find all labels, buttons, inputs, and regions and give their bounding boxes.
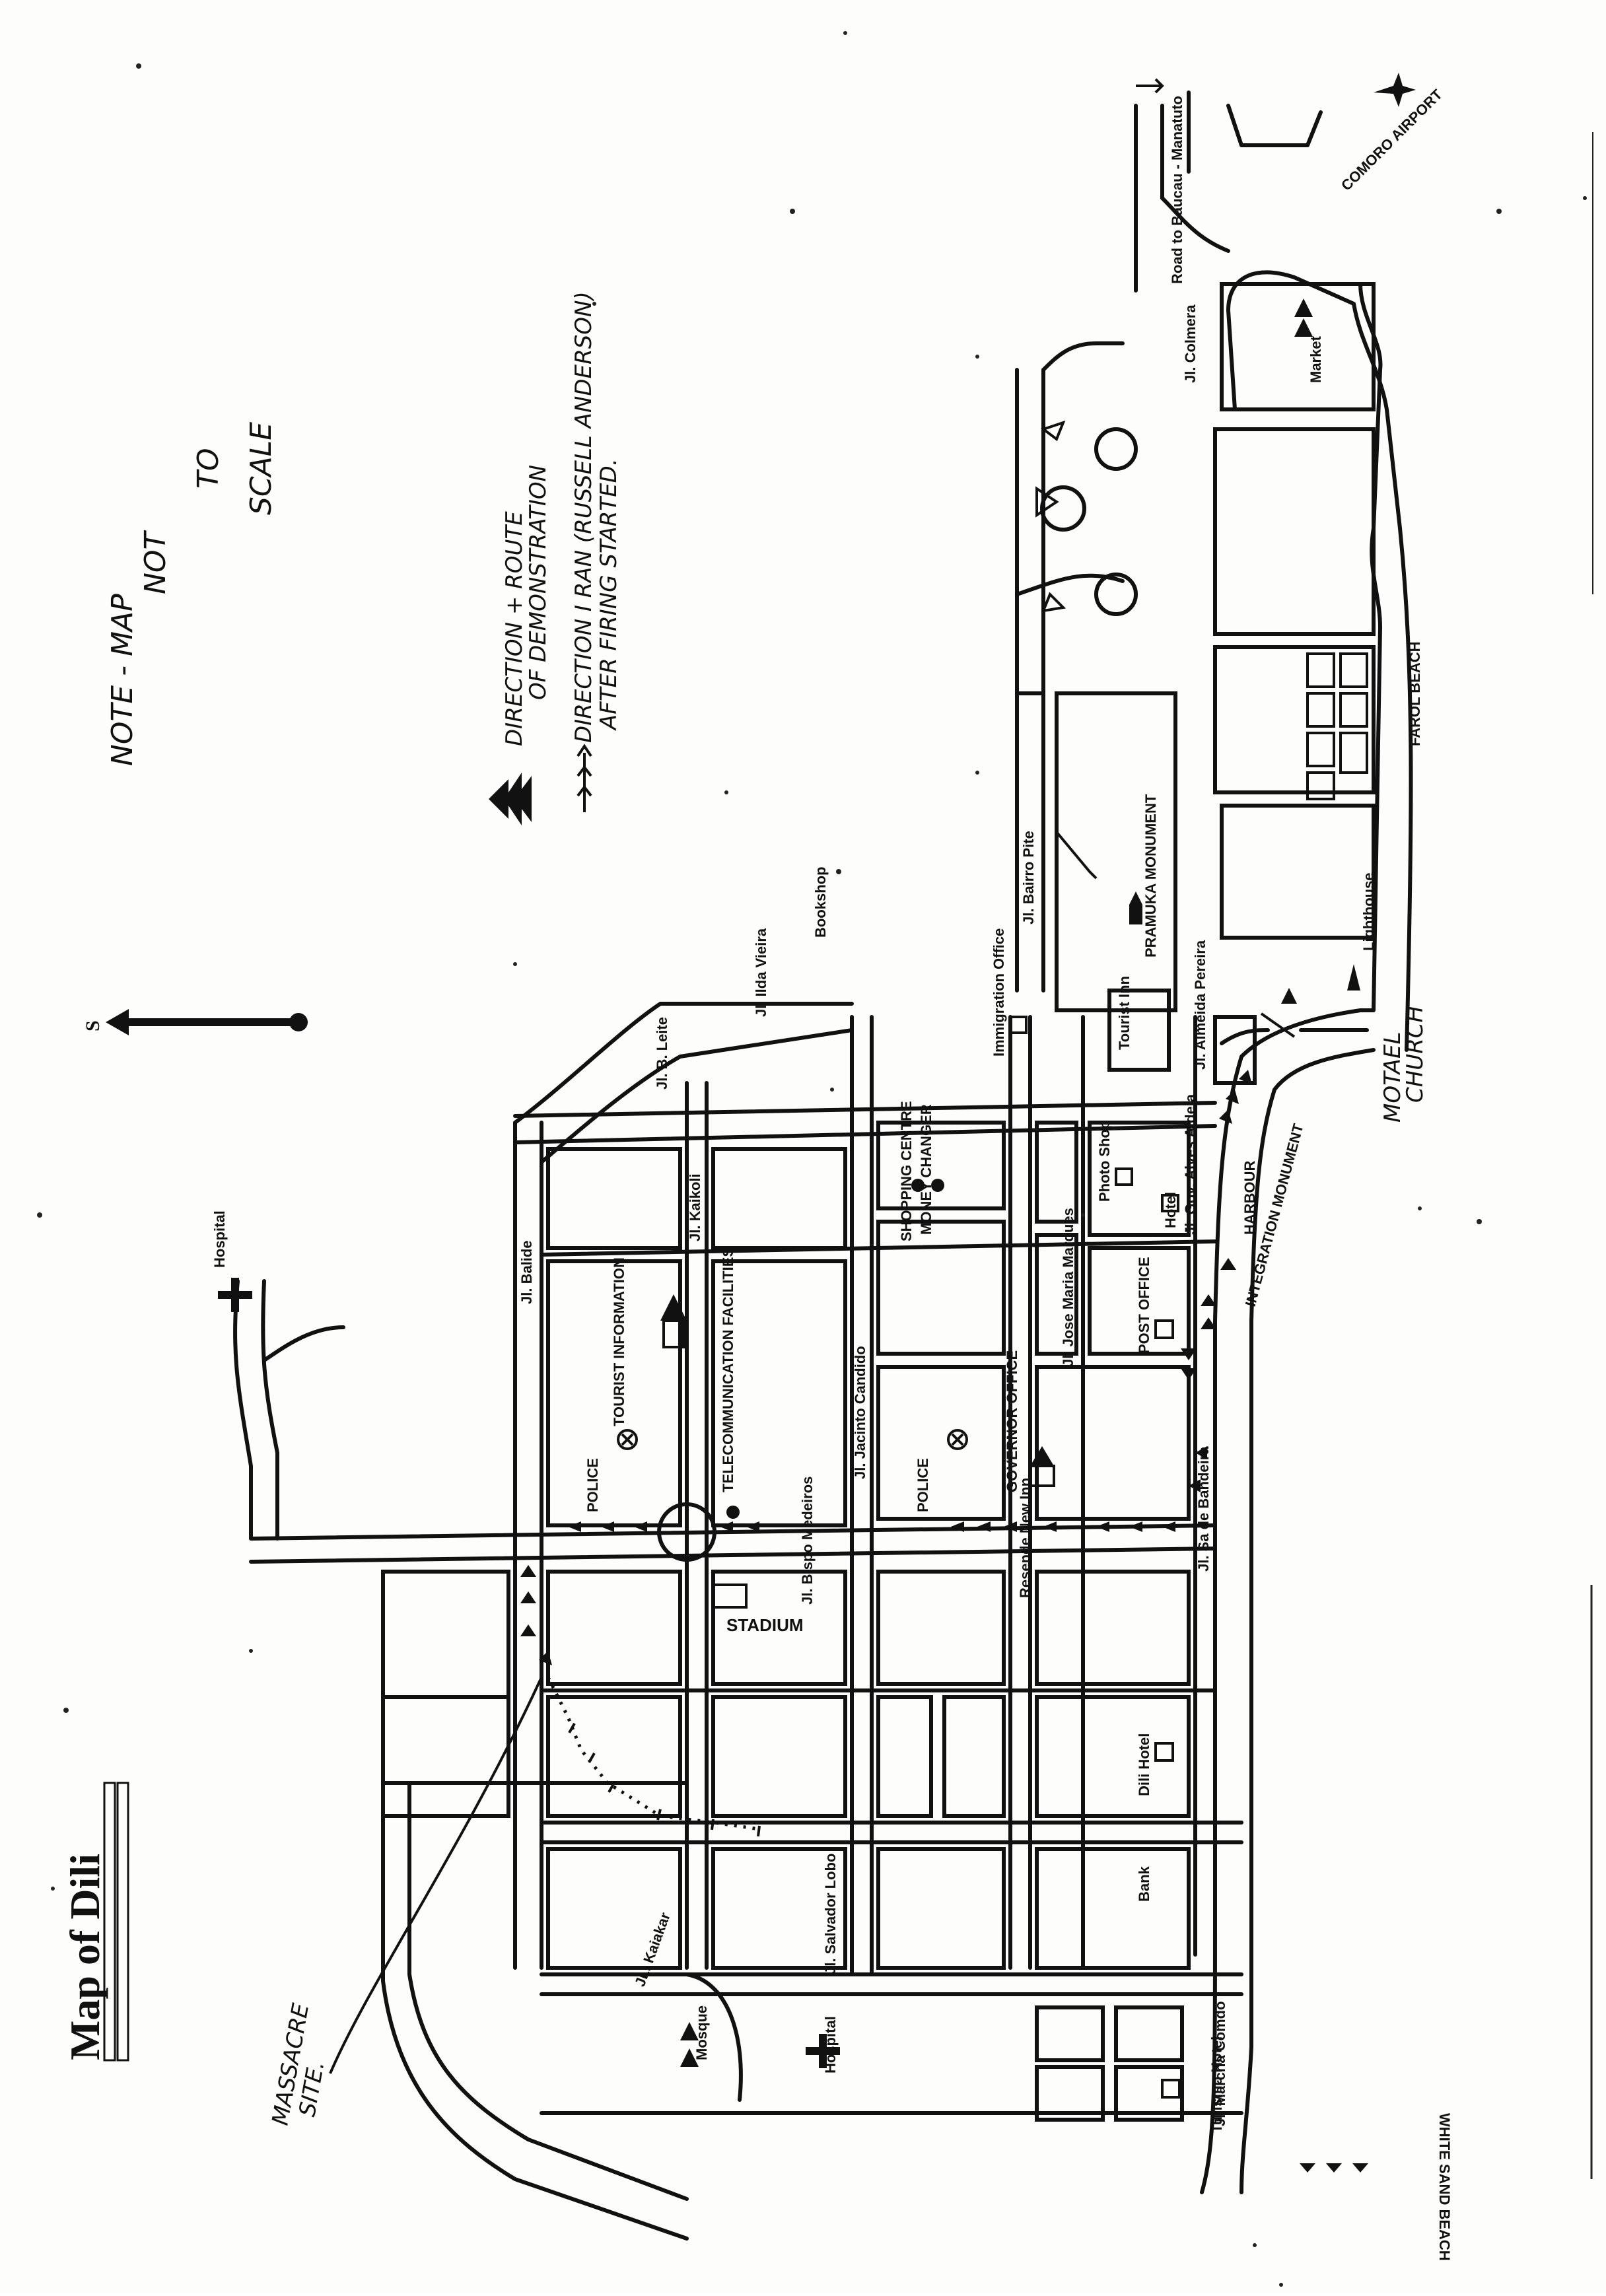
street-gov-alves-aldeia: Jl. Gov. Alves Aldeia xyxy=(1182,1094,1199,1235)
street-jacinto-candido: Jl. Jacinto Candido xyxy=(852,1346,868,1479)
street-jose-maria-marques: Jl. Jose Maria Marques xyxy=(1060,1208,1076,1367)
street-airport-road: Road to Baucau - Manatuto xyxy=(1169,96,1185,284)
legend-escape-2: AFTER FIRING STARTED. xyxy=(596,458,622,731)
label-hospital-2: Hospital xyxy=(822,2016,839,2073)
police-icon xyxy=(617,1429,638,1450)
street-ilda-vieira: Jl. Ilda Vieira xyxy=(753,928,769,1017)
pramuka-monument-icon xyxy=(1129,891,1142,924)
church-icon xyxy=(1281,988,1297,1004)
street-kaiakar: JL. Kaiakar xyxy=(631,1910,674,1988)
label-turismo-hotel: Turismo Hotel xyxy=(1208,2036,1225,2133)
label-bank: Bank xyxy=(1136,1865,1152,1902)
legend-demonstration-1: DIRECTION + ROUTE xyxy=(501,511,528,746)
label-white-sand-beach: WHITE SAND BEACH xyxy=(1436,2113,1453,2261)
escape-route xyxy=(546,1676,761,1837)
street-salvador-lobo: Jl. Salvador Lobo xyxy=(822,1854,839,1974)
police-icon-2 xyxy=(947,1429,968,1450)
lighthouse-icon xyxy=(1347,964,1360,991)
label-photo-shop: Photo Shop xyxy=(1096,1121,1113,1202)
label-police-1: POLICE xyxy=(584,1458,601,1512)
city-blocks xyxy=(381,282,1376,2122)
label-police-2: POLICE xyxy=(915,1458,931,1512)
mosque-icon xyxy=(680,2022,699,2067)
label-tourist-inn: Tourist Inn xyxy=(1116,976,1133,1050)
street-b-leite: Jl. B. Leite xyxy=(654,1017,670,1090)
note-line-3: TO xyxy=(192,448,225,489)
immigration-icon xyxy=(1009,1016,1028,1034)
governor-icon xyxy=(1030,1446,1054,1466)
label-lighthouse: Lighthouse xyxy=(1360,872,1377,951)
note-line-1: NOTE - MAP xyxy=(106,594,139,766)
market-icon xyxy=(1294,298,1313,337)
beach-arrow-icon xyxy=(1300,2163,1368,2173)
label-bookshop: Bookshop xyxy=(812,866,829,938)
orientation-label: S xyxy=(82,1020,104,1031)
hotel-icon-2 xyxy=(1161,1194,1179,1212)
label-shopping-centre: SHOPPING CENTRE xyxy=(898,1101,915,1241)
motael-text-1: MOTAEL xyxy=(1379,1032,1406,1123)
label-telecom: TELECOMMUNICATION FACILITIES xyxy=(720,1247,736,1492)
label-post-office: POST OFFICE xyxy=(1136,1257,1152,1354)
annotation-pointers xyxy=(329,831,1296,2074)
legend-escape-1: DIRECTION I RAN (RUSSELL ANDERSON) xyxy=(571,291,597,743)
legend: DIRECTION + ROUTE OF DEMONSTRATION DIREC… xyxy=(489,291,622,825)
label-tourist-information: TOURIST INFORMATION xyxy=(611,1257,627,1426)
map-title: Map of Dili xyxy=(61,1854,108,2060)
hotel-icon xyxy=(1161,2079,1181,2099)
label-stadium: STADIUM xyxy=(726,1615,804,1635)
tourist-info-icon xyxy=(660,1294,687,1321)
legend-demonstration-2: OF DEMONSTRATION xyxy=(525,465,551,700)
map-title-text: Map of Dili xyxy=(61,1854,108,2060)
title-underline-decoration xyxy=(103,1782,129,2062)
street-bairro-pite: Jl. Bairro Pite xyxy=(1020,831,1037,924)
label-pramuka-monument: PRAMUKA MONUMENT xyxy=(1142,794,1159,957)
note-line-2: NOT xyxy=(139,530,172,594)
label-resende-inn: Resende New Inn xyxy=(1017,1478,1033,1598)
map-icons xyxy=(218,73,1416,2173)
orientation-arrow: S xyxy=(82,1009,308,1035)
street-marcha-comdo: Jl. Marcha Comdo xyxy=(1212,2001,1228,2126)
hospital-icon xyxy=(218,1278,252,1312)
massacre-site-label: MASSACRE SITE. xyxy=(267,2001,330,2127)
bank-icon xyxy=(1154,1742,1174,1762)
demonstration-arrow-icon xyxy=(489,773,532,825)
street-comoro-airport: COMORO AIRPORT xyxy=(1338,86,1446,194)
label-hotel: Hotel xyxy=(1162,1192,1179,1228)
demonstration-route xyxy=(520,1070,1252,1665)
street-sada-bandeira: Jl. Sa de Bandeira xyxy=(1195,1446,1212,1572)
roundabout xyxy=(657,1502,716,1562)
scan-noise xyxy=(37,31,1593,2287)
street-almeida-pereira: Jl. Almeida Pereira xyxy=(1192,940,1208,1070)
street-colmera: Jl. Colmera xyxy=(1182,304,1199,383)
note-line-4: SCALE xyxy=(244,422,278,515)
street-balide: Jl. Balide xyxy=(518,1240,535,1304)
label-governors-office: GOVERNOR OFFICE xyxy=(1004,1350,1020,1492)
airplane-icon xyxy=(1374,73,1416,107)
label-harbour: HARBOUR xyxy=(1241,1160,1258,1235)
motael-text-2: CHURCH xyxy=(1402,1006,1428,1103)
hospital-icon-2 xyxy=(806,2034,840,2068)
street-bispo-medeiros: Jl. Bispo Medeiros xyxy=(799,1477,816,1605)
photo-icon xyxy=(1115,1167,1133,1186)
label-immigration-office: Immigration Office xyxy=(991,928,1007,1057)
label-mosque: Mosque xyxy=(693,2005,710,2060)
place-labels: TOURIST INFORMATION TELECOMMUNICATION FA… xyxy=(211,335,1453,2260)
label-money-changer: MONEY CHANGER xyxy=(918,1104,934,1235)
stadium-icon xyxy=(712,1583,748,1609)
label-farol-beach: FAROL BEACH xyxy=(1407,642,1423,747)
escape-arrow-icon xyxy=(576,744,592,812)
motael-church-label: MOTAEL CHURCH xyxy=(1379,1006,1428,1123)
post-office-icon xyxy=(1154,1319,1174,1339)
label-dili-hotel: Dili Hotel xyxy=(1136,1733,1152,1796)
arrow-head-icon xyxy=(106,1009,129,1035)
label-market: Market xyxy=(1308,335,1324,383)
street-kaikoli: Jl. Kaikoli xyxy=(687,1173,703,1241)
telecom-icon xyxy=(726,1506,740,1519)
not-to-scale-note: NOTE - MAP NOT TO SCALE xyxy=(106,422,278,766)
label-hospital-1: Hospital xyxy=(211,1210,228,1268)
road-arrow-icon xyxy=(1136,78,1164,94)
money-changer-icon xyxy=(911,1179,925,1192)
